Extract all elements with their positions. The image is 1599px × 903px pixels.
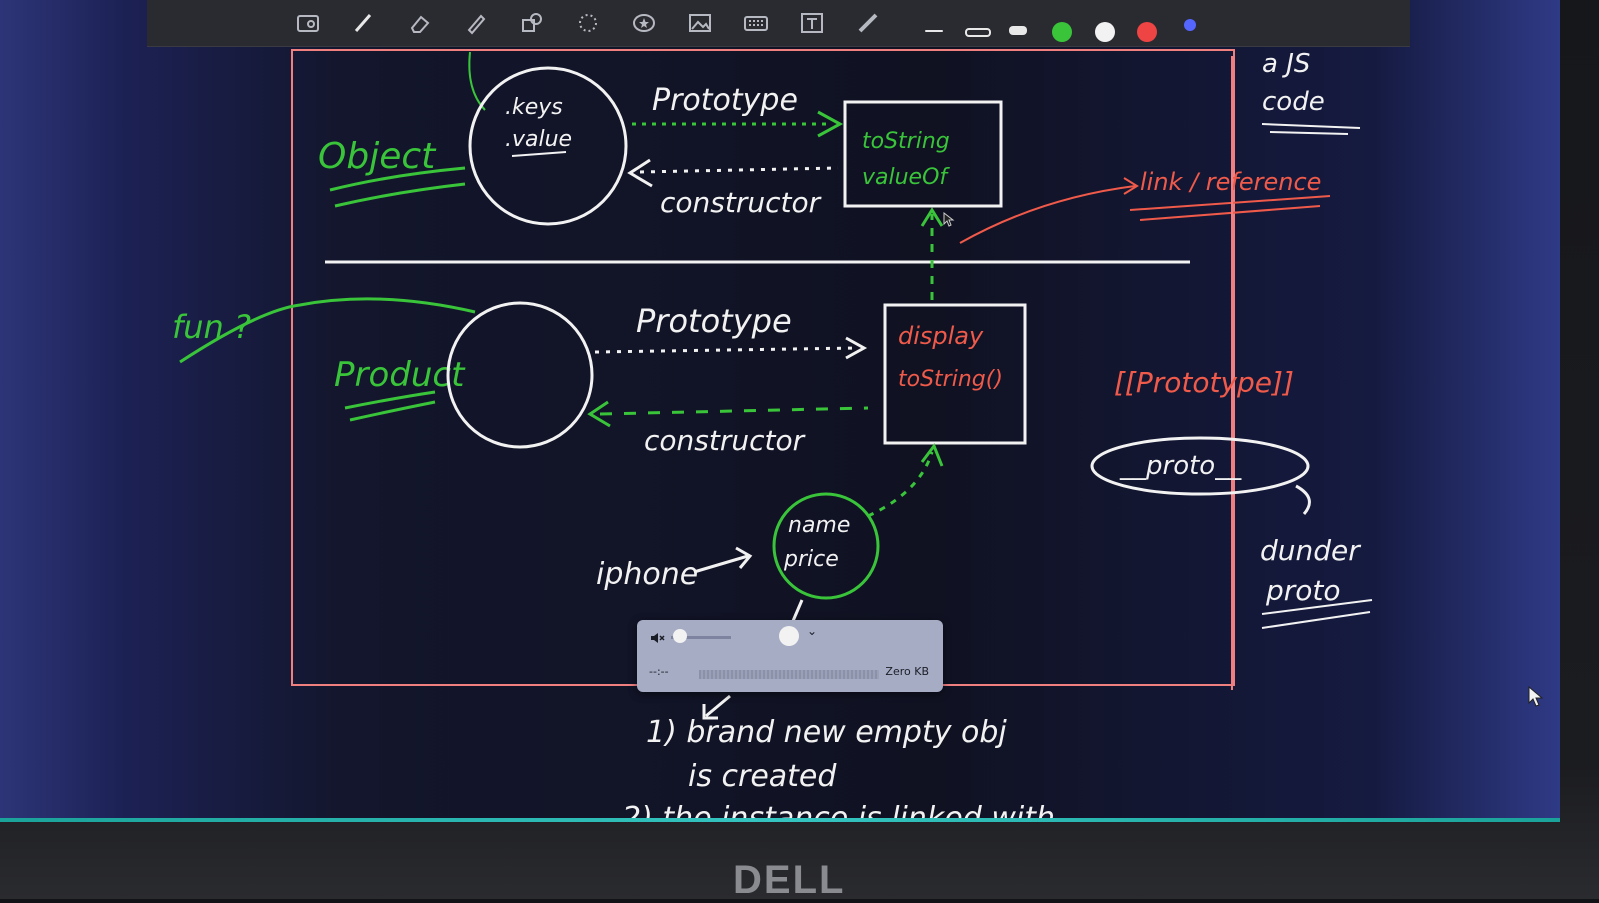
record-button[interactable] <box>779 626 799 646</box>
screen: Object .keys .value Prototype constructo… <box>0 0 1560 820</box>
color-white[interactable] <box>1095 22 1115 42</box>
instance-circle <box>772 492 880 600</box>
object-circle-value: .value <box>505 127 572 152</box>
link-reference-label: link / reference <box>1140 168 1321 196</box>
stroke-thick[interactable] <box>1009 26 1027 35</box>
top-right-note-1: a JS <box>1262 49 1310 79</box>
prototype-bottom-arrow <box>594 346 859 354</box>
highlighter-icon[interactable] <box>459 8 493 38</box>
product-circle <box>446 301 594 449</box>
color-red[interactable] <box>1137 22 1157 42</box>
pen-toolbar <box>147 0 1410 47</box>
whiteboard-canvas[interactable]: Object .keys .value Prototype constructo… <box>0 0 1560 820</box>
proto-pill-label: __proto__ <box>1119 451 1242 481</box>
mute-icon[interactable] <box>649 630 665 646</box>
lasso-icon[interactable] <box>571 8 605 38</box>
eraser-icon[interactable] <box>403 8 437 38</box>
shapes-icon[interactable] <box>515 8 549 38</box>
dell-logo: DELL <box>733 858 846 902</box>
constructor-top-arrow <box>639 166 839 174</box>
stroke-medium[interactable] <box>965 28 991 37</box>
top-right-note-2: code <box>1262 87 1325 117</box>
instance-name: name <box>788 513 850 538</box>
recorder-widget: ⌄ --:-- Zero KB <box>637 620 943 692</box>
record-level-bar <box>699 670 879 679</box>
object-circle-keys: .keys <box>505 95 563 120</box>
keyboard-icon[interactable] <box>739 8 773 38</box>
step-note-2: is created <box>688 759 837 794</box>
recording-size: Zero KB <box>885 665 929 678</box>
box-tostring-2: toString() <box>898 367 1003 392</box>
constructor-bottom-arrow <box>599 406 869 416</box>
box-display: display <box>898 322 984 350</box>
time-label: --:-- <box>649 665 669 678</box>
volume-slider[interactable] <box>671 636 731 639</box>
object-label: Object <box>318 136 437 177</box>
object-prototype-box <box>843 100 1003 208</box>
text-icon[interactable] <box>795 8 829 38</box>
image-icon[interactable] <box>683 8 717 38</box>
constructor-top-label: constructor <box>660 186 822 219</box>
product-label: Product <box>334 355 466 395</box>
function-link <box>179 297 476 364</box>
sticker-icon[interactable] <box>627 8 661 38</box>
mouse-pointer-icon <box>1528 686 1544 707</box>
instance-label: iphone <box>596 557 698 592</box>
pen-icon[interactable] <box>347 8 381 38</box>
link-arrow <box>959 185 1136 244</box>
object-underline <box>329 166 466 208</box>
instance-price: price <box>783 547 839 572</box>
volume-knob[interactable] <box>673 629 687 643</box>
screenshot-icon[interactable] <box>291 8 325 38</box>
dunder-note-1: dunder <box>1260 534 1361 567</box>
box-tostring: toString <box>862 129 950 154</box>
laser-pointer-icon[interactable] <box>851 8 885 38</box>
color-green[interactable] <box>1052 22 1072 42</box>
prototype-bottom-label: Prototype <box>636 302 792 340</box>
object-circle <box>468 66 628 226</box>
box-valueof: valueOf <box>862 165 950 190</box>
cursor-arrow-icon <box>943 212 955 227</box>
cut-off-note: 2) the instance is linked with <box>622 801 1055 820</box>
screen-edge-glow <box>0 818 1560 822</box>
step-note-1: 1) brand new empty obj <box>646 715 1007 750</box>
proto-pill <box>1090 436 1310 496</box>
product-section: fun ? Product Prototype constructor disp… <box>172 207 1373 820</box>
stroke-thin[interactable] <box>925 30 943 32</box>
prototype-slot-label: [[Prototype]] <box>1114 366 1294 399</box>
chevron-down-icon[interactable]: ⌄ <box>807 624 818 638</box>
constructor-bottom-label: constructor <box>644 424 806 457</box>
product-prototype-box <box>883 303 1027 445</box>
dunder-note-2: proto <box>1265 574 1341 607</box>
object-section: Object .keys .value Prototype constructo… <box>318 49 1361 690</box>
prototype-top-label: Prototype <box>652 83 798 118</box>
color-blue[interactable] <box>1184 19 1196 31</box>
